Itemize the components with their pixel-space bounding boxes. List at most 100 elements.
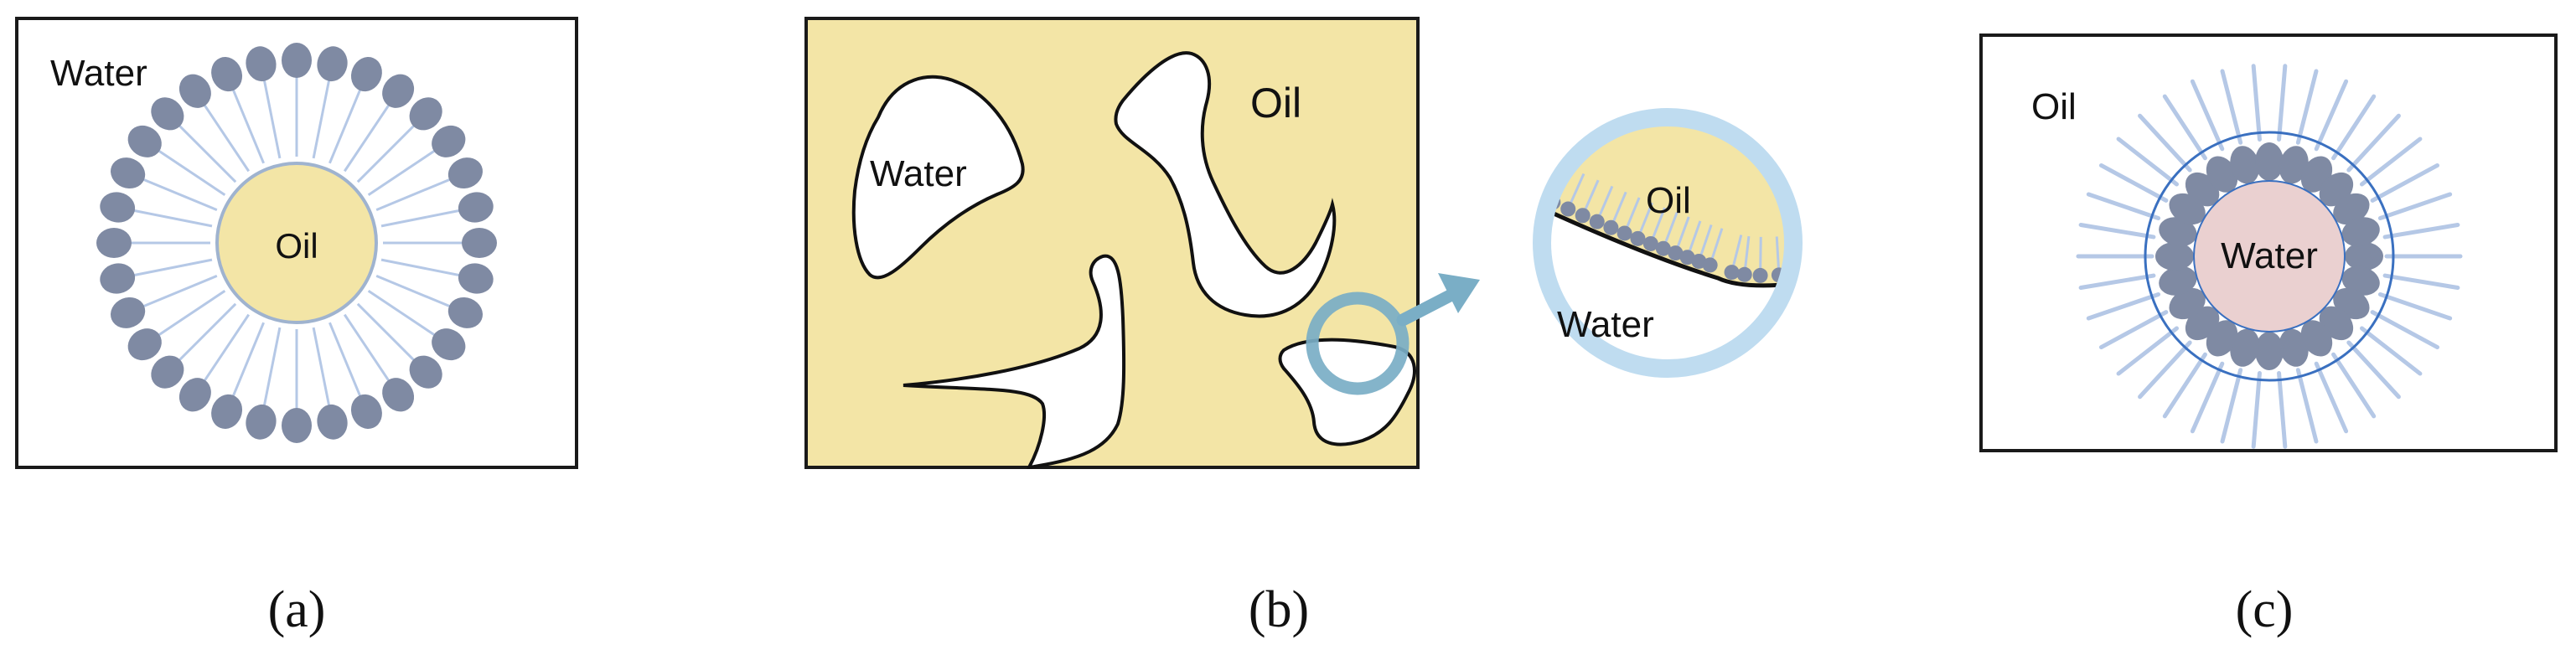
surfactant-head bbox=[317, 404, 348, 440]
panel-a: Water Oil (a) bbox=[15, 17, 578, 638]
surfactant-head bbox=[282, 43, 312, 78]
surfactant-tail bbox=[2086, 192, 2161, 221]
surfactant-tail bbox=[367, 148, 437, 197]
surfactant-head bbox=[432, 328, 466, 361]
surfactant-head bbox=[2155, 242, 2194, 271]
surfactant-head bbox=[1603, 219, 1619, 235]
surfactant-head bbox=[382, 378, 415, 412]
surfactant-tail bbox=[202, 102, 251, 173]
surfactant-head bbox=[2341, 266, 2380, 296]
surfactant-tail bbox=[2078, 273, 2156, 291]
surfactant-tail bbox=[343, 313, 391, 384]
surfactant-head bbox=[211, 394, 243, 429]
surfactant-head bbox=[1679, 250, 1695, 266]
surfactant-head bbox=[350, 57, 382, 92]
surfactant-head bbox=[2300, 320, 2333, 357]
water-channel-left-blob bbox=[851, 75, 1025, 280]
surfactant-tail bbox=[141, 178, 218, 211]
surfactant-head bbox=[1655, 240, 1671, 256]
surfactant-tail bbox=[2116, 326, 2180, 376]
surfactant-head bbox=[350, 394, 382, 429]
oil-core bbox=[215, 162, 378, 324]
surfactant-tail bbox=[2314, 79, 2349, 152]
surfactant-tail bbox=[312, 78, 331, 159]
surfactant-tail bbox=[356, 123, 416, 183]
zoom-ring bbox=[1533, 108, 1803, 378]
surfactant-tail bbox=[312, 327, 331, 408]
surfactant-head bbox=[458, 192, 494, 223]
surfactant-head bbox=[1560, 201, 1576, 217]
surfactant-tail bbox=[156, 148, 226, 197]
surfactant-head bbox=[178, 378, 211, 412]
surfactant-head bbox=[2255, 142, 2284, 181]
surfactant-head bbox=[409, 97, 442, 131]
surfactant-head bbox=[111, 157, 146, 189]
surfactant-tail bbox=[262, 78, 282, 159]
surfactant-tail bbox=[2382, 273, 2460, 291]
surfactant-head bbox=[317, 46, 348, 82]
surfactant-head bbox=[2169, 287, 2206, 320]
surfactant-head bbox=[432, 125, 466, 157]
surfactant-head bbox=[282, 408, 312, 443]
surfactant-tail bbox=[2086, 291, 2161, 321]
surfactant-head bbox=[127, 125, 162, 157]
surfactant-tail bbox=[375, 178, 453, 211]
surfactant-tail bbox=[2370, 310, 2440, 350]
surfactant-tail bbox=[380, 258, 462, 277]
surfactant-head bbox=[458, 263, 494, 294]
surfactant-tail bbox=[2295, 368, 2319, 444]
surfactant-tail bbox=[156, 289, 226, 338]
surfactant-head bbox=[1630, 230, 1646, 246]
surfactant-head bbox=[178, 74, 211, 108]
surfactant-tail bbox=[2251, 64, 2262, 142]
surfactant-tail bbox=[367, 289, 437, 338]
surfactant-head bbox=[1752, 267, 1768, 283]
panel-a-caption: (a) bbox=[268, 581, 326, 638]
surfactant-head bbox=[1642, 235, 1658, 251]
surfactant-tail bbox=[380, 209, 462, 228]
interface-surfactant-layer bbox=[1545, 166, 1787, 283]
surfactant-tail bbox=[2382, 222, 2460, 240]
surfactant-tail bbox=[2359, 137, 2423, 187]
surfactant-tail bbox=[2098, 162, 2169, 203]
surfactant-head bbox=[1668, 245, 1684, 261]
surfactant-tail bbox=[2331, 352, 2377, 419]
surfactant-head bbox=[1616, 225, 1632, 241]
surfactant-head bbox=[1702, 257, 1718, 273]
surfactant-tail bbox=[2277, 371, 2288, 449]
surfactant-tail bbox=[2162, 94, 2207, 161]
panel-a-oil-label: Oil bbox=[275, 226, 318, 266]
zoom-water-label: Water bbox=[1557, 304, 1654, 345]
panel-c: Oil Water (c) bbox=[1979, 34, 2558, 638]
panel-c-caption: (c) bbox=[2236, 581, 2294, 638]
surfactant-head bbox=[2333, 193, 2370, 225]
surfactant-tail bbox=[262, 327, 282, 408]
surfactant-head bbox=[2230, 146, 2260, 184]
surfactant-tail bbox=[2251, 371, 2262, 449]
surfactant-head bbox=[1736, 266, 1752, 282]
surfactant-head bbox=[151, 355, 184, 389]
surfactant-tail bbox=[2162, 352, 2207, 419]
water-core bbox=[2193, 180, 2346, 333]
surfactant-tail bbox=[2190, 361, 2225, 434]
surfactant-tail bbox=[328, 87, 362, 164]
surfactant-tail bbox=[2314, 361, 2349, 434]
surfactant-head bbox=[127, 328, 162, 361]
surfactant-head bbox=[462, 228, 497, 258]
surfactant-head bbox=[409, 355, 442, 389]
surfactant-head bbox=[100, 263, 136, 294]
surfactant-head bbox=[2341, 217, 2380, 247]
surfactant-tail bbox=[2190, 79, 2225, 152]
surfactant-tail bbox=[202, 313, 251, 384]
surfactant-head bbox=[151, 97, 184, 131]
surfactant-head bbox=[2279, 146, 2309, 184]
panel-b-water-label: Water bbox=[870, 153, 967, 194]
zoom-oil-label: Oil bbox=[1646, 180, 1691, 221]
zoom-interface-line bbox=[1542, 202, 1793, 288]
surfactant-head bbox=[2255, 332, 2284, 370]
surfactant-tail bbox=[2220, 368, 2243, 444]
surfactant-head bbox=[111, 297, 146, 328]
surfactant-head bbox=[246, 46, 277, 82]
zoom-arrow-head bbox=[1438, 273, 1480, 313]
